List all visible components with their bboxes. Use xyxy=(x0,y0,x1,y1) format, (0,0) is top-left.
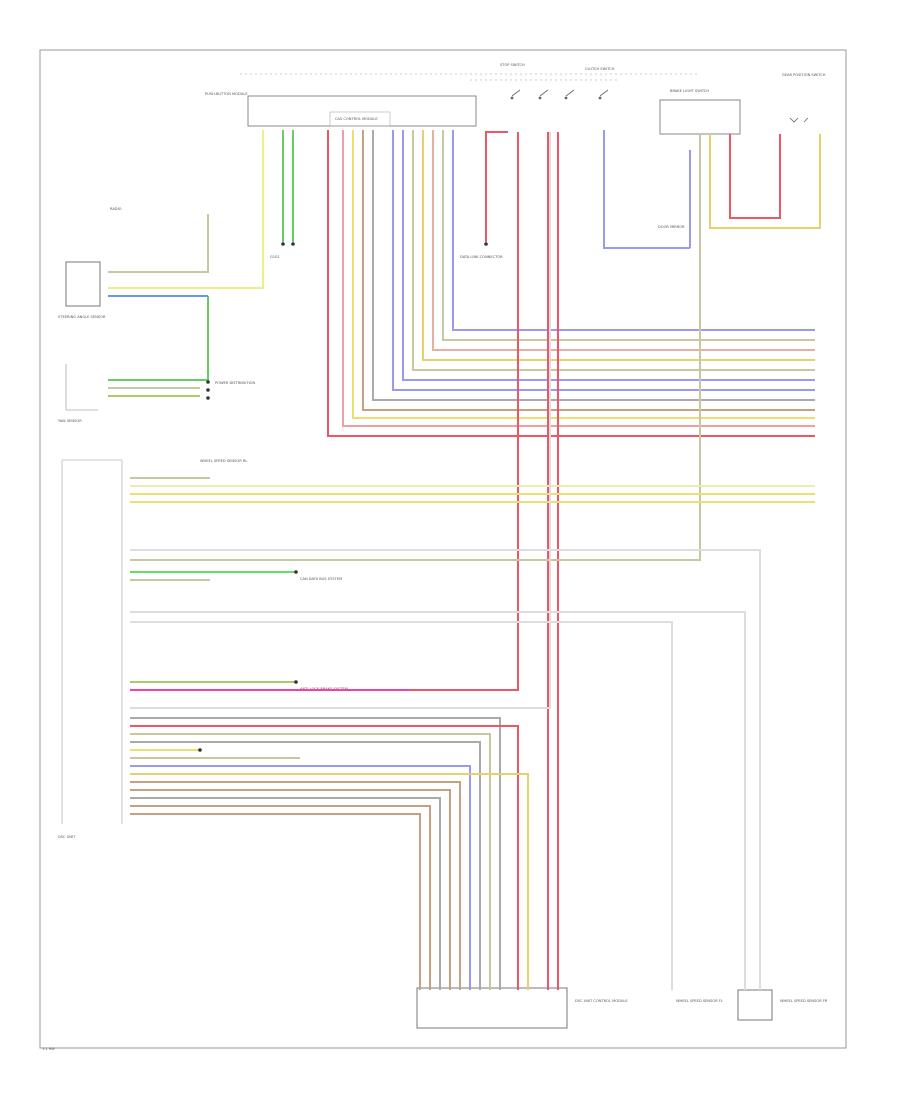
steering-angle-sensor: STEERING ANGLE SENSOR RADIO xyxy=(58,207,122,319)
wire-8 xyxy=(372,130,815,401)
wire-9 xyxy=(362,130,815,411)
wire-10 xyxy=(352,130,815,419)
ground-label: G101 xyxy=(270,255,280,259)
ctrl-top-label: PUSH-BUTTON MODULE xyxy=(205,92,248,96)
wire-1 xyxy=(452,130,815,331)
clutch-switch-label: CLUTCH SWITCH xyxy=(585,67,615,71)
wire-5 xyxy=(412,130,815,371)
switch-group: STOP SWITCH CLUTCH SWITCH xyxy=(500,63,615,100)
right-top-module: BRAKE LIGHT SWITCH GEAR POSITION SWITCH xyxy=(659,73,826,135)
top-control-module: PUSH-BUTTON MODULE CAS CONTROL MODULE xyxy=(205,92,477,127)
stop-switch-label: STOP SWITCH xyxy=(500,63,525,67)
wheel-fr-label: WHEEL SPEED SENSOR FR xyxy=(780,999,828,1003)
dsc-connector: DSC UNIT xyxy=(58,459,123,839)
footer-code: 1:1 RW xyxy=(42,1047,55,1051)
wire-6 xyxy=(402,130,815,381)
data-link-label: DATA LINK CONNECTOR xyxy=(460,255,503,259)
ground-points xyxy=(198,242,488,752)
wire-bundle-ground xyxy=(108,130,294,397)
wire-7 xyxy=(392,130,815,391)
dsc-wires xyxy=(130,132,815,990)
wire-12 xyxy=(327,130,815,437)
right-module-wires xyxy=(130,134,821,561)
can-sys-label: CAN DATA BUS SYSTEM xyxy=(300,577,342,581)
diagram-frame xyxy=(39,49,847,1049)
yaw-sensor: YAW SENSOR xyxy=(58,364,98,423)
power-dist-label: POWER DISTRIBUTION xyxy=(215,381,255,385)
dsc-label: DSC UNIT xyxy=(58,835,76,839)
steer-angle-label: STEERING ANGLE SENSOR xyxy=(58,315,106,319)
bottom-modules: DSC UNIT CONTROL MODULE WHEEL SPEED SENS… xyxy=(42,987,828,1051)
mirror-label: DOOR MIRROR xyxy=(658,225,685,229)
wire-11 xyxy=(342,130,815,427)
gear-label: GEAR POSITION SWITCH xyxy=(782,73,826,77)
wire-2 xyxy=(442,130,815,341)
wheel-fl-label: WHEEL SPEED SENSOR FL xyxy=(676,999,723,1003)
yaw-label: YAW SENSOR xyxy=(58,419,82,423)
wire-3 xyxy=(432,130,815,351)
dsc-unit-label: DSC UNIT CONTROL MODULE xyxy=(575,999,628,1003)
radio-label: RADIO xyxy=(110,207,122,211)
brake-lamp-label: BRAKE LIGHT SWITCH xyxy=(670,89,709,93)
wheel-rl-label: WHEEL SPEED SENSOR RL xyxy=(200,459,247,463)
wire-bundle-top xyxy=(327,130,815,437)
ctrl-inner-label: CAS CONTROL MODULE xyxy=(335,117,378,121)
wire-4 xyxy=(422,130,815,361)
